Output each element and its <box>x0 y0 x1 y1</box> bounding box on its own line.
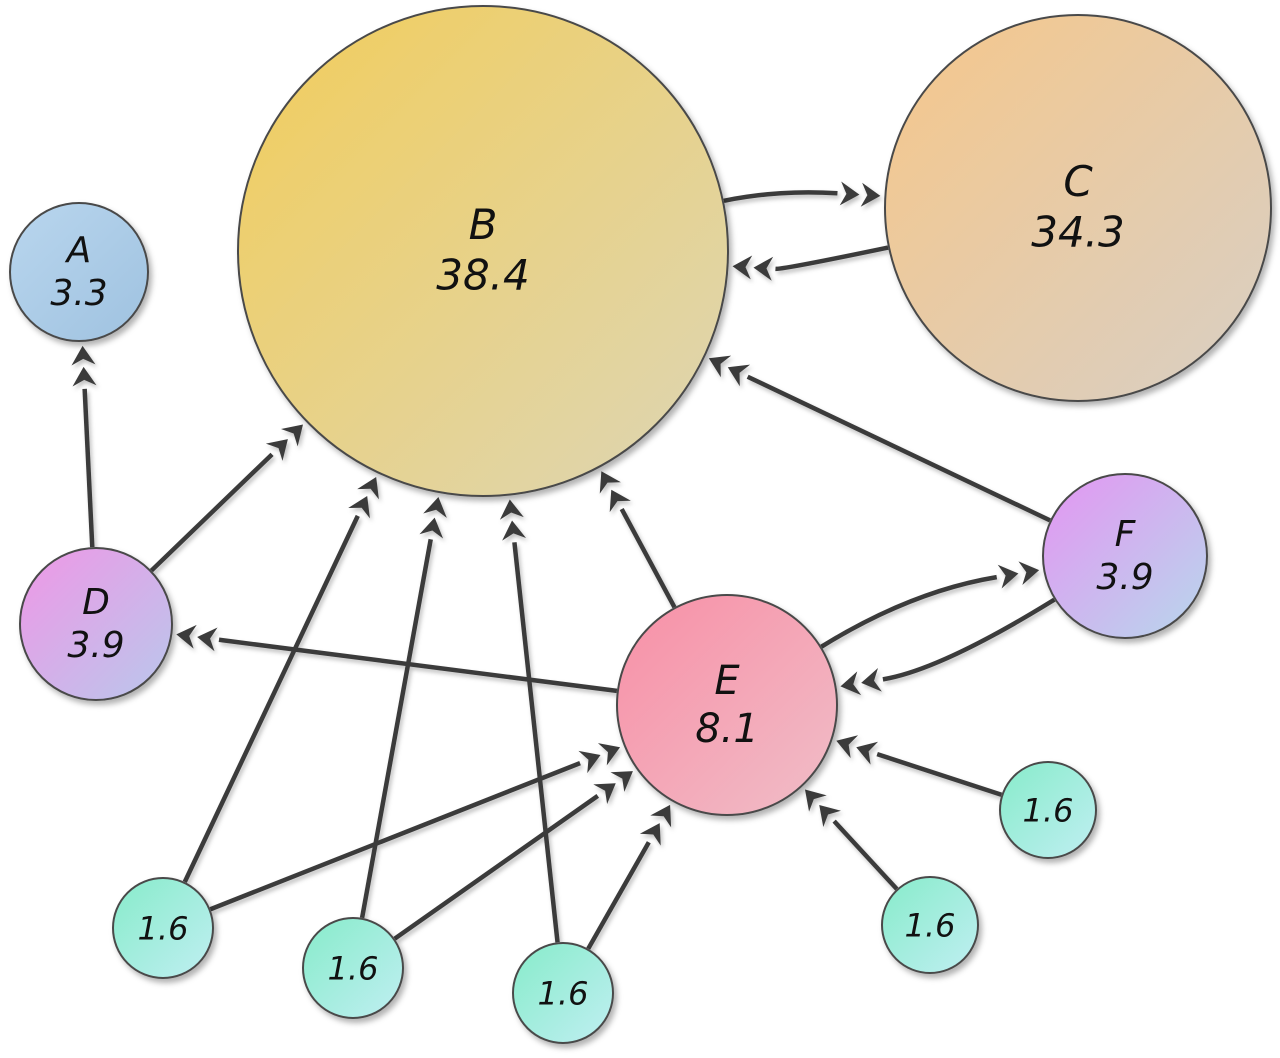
node-circle-F <box>1042 473 1208 639</box>
node-value-D: 3.9 <box>67 625 124 666</box>
node-s1: 1.6 <box>112 877 214 979</box>
edge-E-B-arrow <box>599 471 677 609</box>
node-B: B38.4 <box>237 5 729 497</box>
edge-D-A-arrow <box>71 345 97 548</box>
node-value-s3: 1.6 <box>538 975 589 1013</box>
node-s2: 1.6 <box>302 917 404 1019</box>
node-circle-s2 <box>302 917 404 1019</box>
edge-F-E-arrow <box>840 597 1056 696</box>
node-value-C: 34.3 <box>1031 208 1125 257</box>
edge-D-B-arrow <box>149 424 303 573</box>
node-label-B: B <box>469 200 498 249</box>
node-value-s2: 1.6 <box>328 950 379 988</box>
node-C: C34.3 <box>884 14 1272 402</box>
node-circle-C <box>884 14 1272 402</box>
node-D: D3.9 <box>19 547 173 701</box>
node-circle-s5 <box>999 761 1097 859</box>
edge-s3-E-arrow <box>586 804 672 950</box>
node-label-E: E <box>714 658 740 704</box>
edge-s2-E-arrow <box>393 771 633 941</box>
edge-s2-B-arrow <box>359 496 447 919</box>
edge-s1-B-arrow <box>182 477 379 883</box>
edge-C-B-arrow <box>732 245 889 281</box>
edge-s1-E-arrow <box>209 743 621 912</box>
node-value-B: 38.4 <box>436 251 530 300</box>
node-F: F3.9 <box>1042 473 1208 639</box>
node-label-C: C <box>1063 157 1093 206</box>
node-circle-A <box>9 202 149 342</box>
edge-E-F-arrow <box>820 561 1040 649</box>
nodes: A3.3B38.4C34.3D3.9E8.1F3.91.61.61.61.61.… <box>9 5 1272 1044</box>
edge-F-B-arrow <box>708 355 1051 523</box>
node-value-s1: 1.6 <box>138 910 189 948</box>
node-label-F: F <box>1115 514 1137 555</box>
edge-B-C-arrow <box>723 181 881 207</box>
node-label-D: D <box>82 582 110 623</box>
node-E: E8.1 <box>616 594 838 816</box>
edge-s4-E-arrow <box>804 789 899 891</box>
edge-E-D-arrow <box>176 624 618 694</box>
node-value-F: 3.9 <box>1096 557 1153 598</box>
node-circle-s4 <box>881 876 979 974</box>
node-value-s4: 1.6 <box>905 907 956 945</box>
node-s4: 1.6 <box>881 876 979 974</box>
edge-s3-B-arrow <box>499 499 560 943</box>
node-circle-B <box>237 5 729 497</box>
node-s3: 1.6 <box>512 942 614 1044</box>
node-label-A: A <box>65 230 92 271</box>
node-circle-s1 <box>112 877 214 979</box>
edge-s5-E-arrow <box>836 735 1003 797</box>
node-s5: 1.6 <box>999 761 1097 859</box>
node-circle-s3 <box>512 942 614 1044</box>
node-value-A: 3.3 <box>50 273 107 314</box>
node-circle-E <box>616 594 838 816</box>
node-value-E: 8.1 <box>695 706 759 752</box>
node-value-s5: 1.6 <box>1023 792 1074 830</box>
node-A: A3.3 <box>9 202 149 342</box>
node-circle-D <box>19 547 173 701</box>
edges <box>71 181 1056 950</box>
